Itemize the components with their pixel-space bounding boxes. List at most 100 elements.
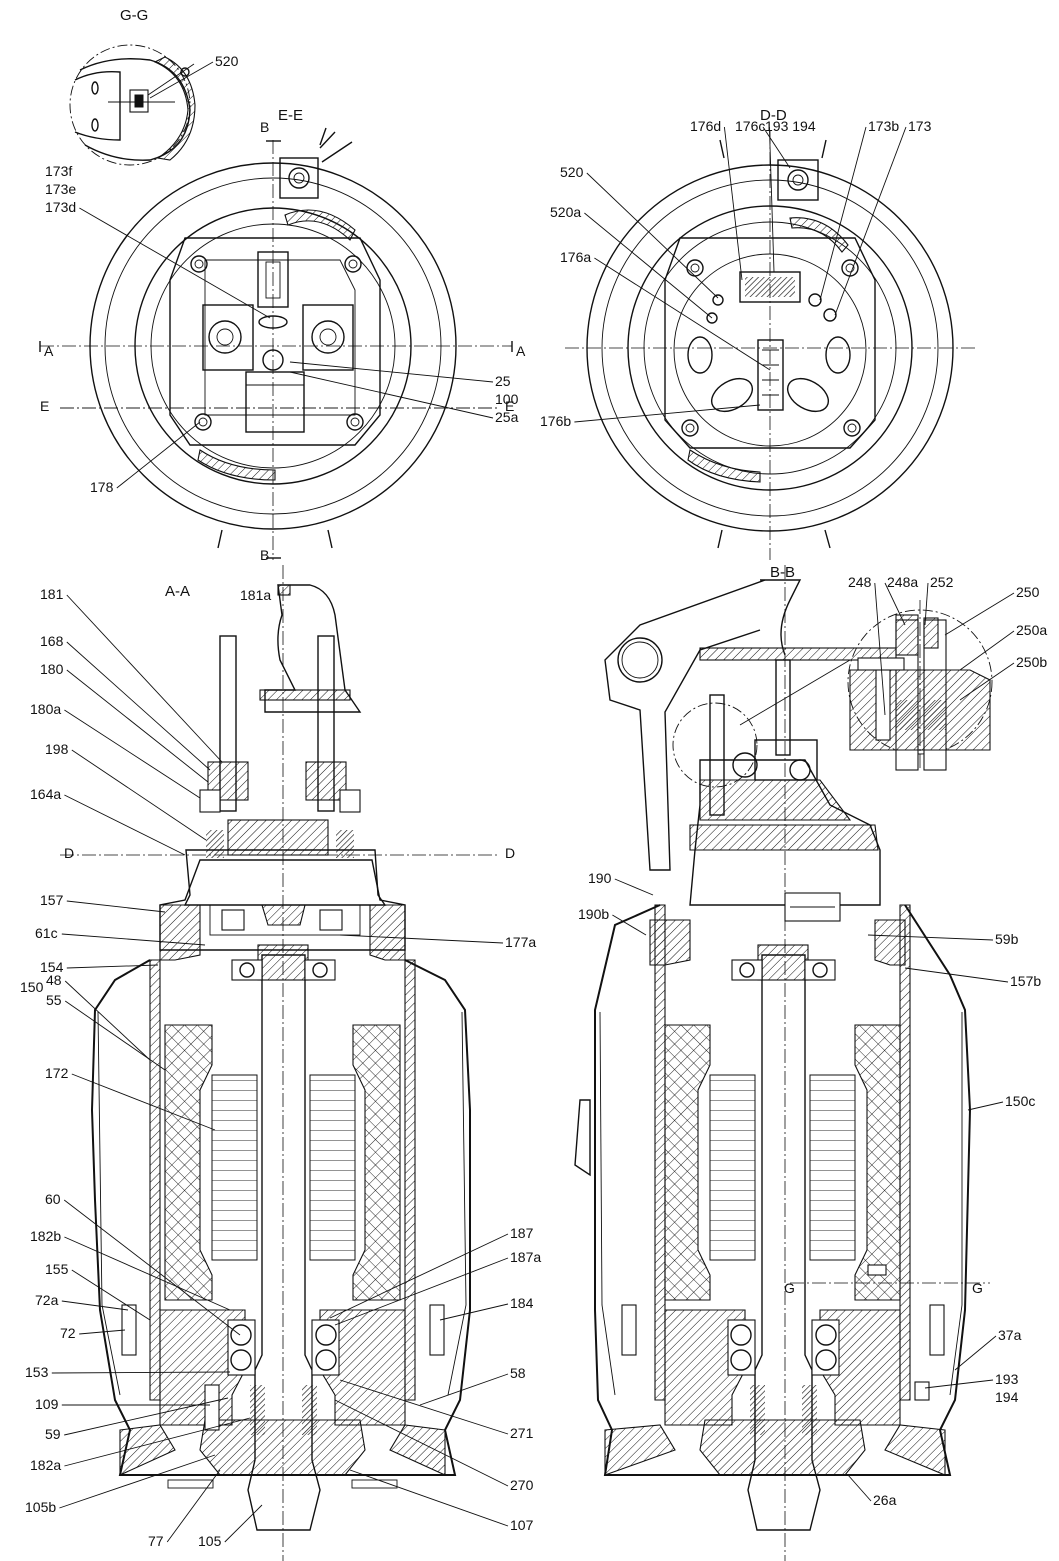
ref-label: 193 194 — [765, 118, 816, 134]
leader-line — [64, 980, 151, 1061]
ref-label: 173d — [45, 199, 76, 215]
leader-line — [61, 933, 206, 946]
ref-label: 164a — [30, 786, 61, 802]
leader-line — [867, 934, 994, 941]
leader-line — [79, 1329, 126, 1335]
ref-label: 173b — [868, 118, 899, 134]
marker-d-right: D — [505, 845, 515, 861]
ref-label: 182b — [30, 1228, 61, 1244]
ref-label: 181a — [240, 587, 271, 603]
leader-line — [334, 1257, 509, 1326]
ref-label: 105b — [25, 1499, 56, 1515]
leader-line — [79, 207, 271, 319]
ref-label: 176b — [540, 413, 571, 429]
ref-label: 248 — [848, 574, 872, 590]
marker-e-right: E — [505, 398, 514, 414]
ref-label: 48 — [46, 972, 62, 988]
leader-line — [944, 592, 1015, 636]
leader-line — [439, 1303, 509, 1321]
view-dd: D-D — [565, 107, 975, 560]
marker-g-left: G — [784, 1280, 795, 1296]
ref-label: 181 — [40, 586, 64, 602]
leader-line — [959, 662, 1015, 701]
ref-label: 250 — [1016, 584, 1040, 600]
leader-line — [166, 1469, 221, 1543]
leader-line — [594, 257, 771, 371]
ref-label: 173 — [908, 118, 932, 134]
ref-label: 178 — [90, 479, 114, 495]
leader-line — [64, 1417, 251, 1467]
ref-label: 107 — [510, 1517, 534, 1533]
section-bb: B-B — [574, 564, 993, 1561]
ref-label: 100 — [495, 391, 519, 407]
marker-g-right: G — [972, 1280, 983, 1296]
leader-line — [66, 594, 223, 763]
leader-line — [66, 669, 209, 783]
marker-a-right: A — [516, 343, 526, 359]
leader-line — [66, 900, 166, 913]
ref-label: 25 — [495, 373, 511, 389]
ref-label: 58 — [510, 1365, 526, 1381]
leader-line — [329, 1233, 509, 1319]
ref-label: 520 — [215, 53, 239, 69]
ref-label: 173f — [45, 163, 72, 179]
ref-label: 60 — [45, 1191, 61, 1207]
leader-line — [954, 1335, 997, 1371]
leader-line — [959, 630, 1015, 671]
ref-label: 150 — [20, 979, 44, 995]
leader-line — [149, 61, 214, 99]
ref-label: 109 — [35, 1396, 59, 1412]
ref-label: 250b — [1016, 654, 1047, 670]
leader-line — [59, 1454, 216, 1509]
leader-line — [66, 641, 211, 771]
ref-label: 520a — [550, 204, 581, 220]
leader-line — [66, 964, 159, 969]
ref-label: 168 — [40, 633, 64, 649]
ref-label: 190 — [588, 870, 612, 886]
ref-label: 157b — [1010, 973, 1041, 989]
ref-label: 72 — [60, 1325, 76, 1341]
title-gg: G-G — [120, 7, 148, 24]
leader-line — [924, 1379, 994, 1389]
leader-line — [768, 126, 775, 273]
ref-label: 520 — [560, 164, 584, 180]
ref-label: 187 — [510, 1225, 534, 1241]
ref-label: 193 — [995, 1371, 1019, 1387]
leader-line — [64, 794, 186, 856]
leader-line — [63, 1199, 241, 1336]
title-aa: A-A — [165, 583, 190, 600]
leader-line — [586, 172, 719, 299]
leader-line — [64, 1397, 229, 1436]
ref-label: 190b — [578, 906, 609, 922]
leader-line — [967, 1101, 1004, 1111]
ref-label: 61c — [35, 925, 58, 941]
ref-label: 77 — [148, 1533, 164, 1549]
leader-line — [71, 1073, 216, 1131]
leader-line — [64, 709, 201, 799]
ref-label: 184 — [510, 1295, 534, 1311]
leader-line — [419, 1373, 509, 1406]
leader-line — [71, 749, 207, 841]
ref-label: 180a — [30, 701, 61, 717]
ref-label: 59b — [995, 931, 1019, 947]
ref-label: 172 — [45, 1065, 69, 1081]
marker-e-left: E — [40, 398, 49, 414]
marker-a-left: A — [44, 343, 54, 359]
leader-line — [289, 371, 494, 419]
ref-label: 176d — [690, 118, 721, 134]
marker-d-left: D — [64, 845, 74, 861]
marker-b-bottom: B — [260, 547, 269, 563]
ref-label: 250a — [1016, 622, 1047, 638]
leader-line — [884, 582, 906, 626]
leader-line — [289, 361, 494, 383]
leader-line — [924, 582, 929, 626]
title-dd: D-D — [760, 107, 787, 124]
title-ee: E-E — [278, 107, 303, 124]
ref-label: 248a — [887, 574, 918, 590]
leader-line — [71, 1269, 151, 1321]
leader-line — [64, 1000, 166, 1071]
ref-label: 177a — [505, 934, 536, 950]
ref-label: 176c — [735, 118, 765, 134]
